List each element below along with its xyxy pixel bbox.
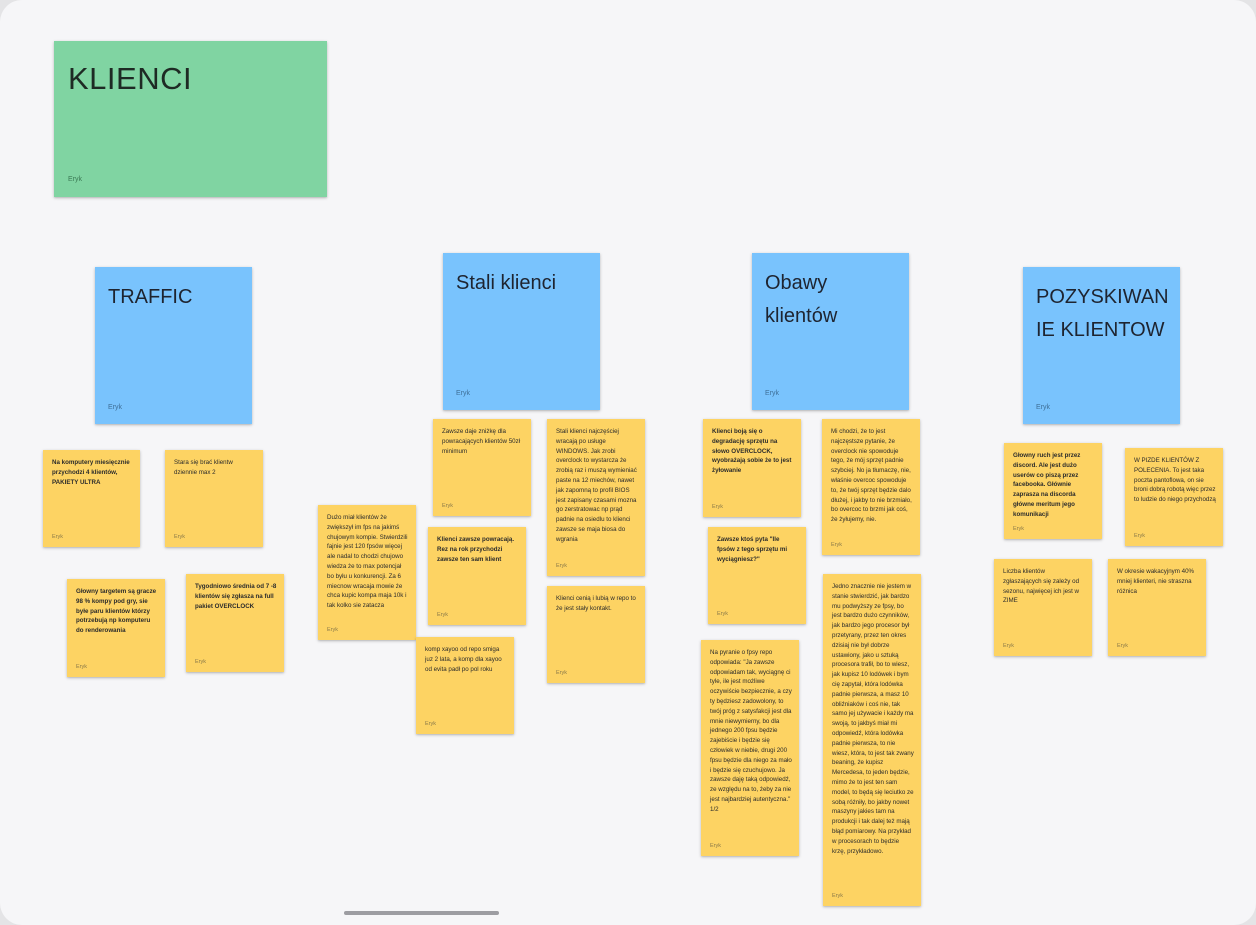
note-text: Na komputery miesięcznie przychodzi 4 kl… — [52, 459, 130, 486]
sticky-note[interactable]: Głowny targetem są gracze 98 % kompy pod… — [67, 579, 165, 677]
sticky-note[interactable]: Stali klienci najczęściej wracają po usł… — [547, 419, 645, 576]
note-author: Eryk — [556, 670, 567, 676]
column-header-pozyskiwanie-klientow[interactable]: POZYSKIWANIE KLIENTOW Eryk — [1023, 267, 1180, 424]
note-author: Eryk — [712, 504, 723, 510]
note-text: Liczba klientów zgłaszających się zależy… — [1003, 568, 1080, 605]
note-author: Eryk — [68, 176, 82, 183]
note-author: Eryk — [442, 503, 453, 509]
note-text: Stali klienci najczęściej wracają po usł… — [556, 428, 637, 543]
column-title: TRAFFIC — [108, 286, 193, 308]
note-author: Eryk — [195, 659, 206, 665]
sticky-note[interactable]: Na komputery miesięcznie przychodzi 4 kl… — [43, 450, 140, 547]
note-text: Tygodniowo średnia od 7 -8 klientów się … — [195, 583, 277, 610]
note-author: Eryk — [456, 390, 470, 397]
note-author: Eryk — [1013, 526, 1024, 532]
horizontal-scrollbar[interactable] — [344, 911, 499, 915]
note-author: Eryk — [1036, 404, 1050, 411]
sticky-note[interactable]: Stara się brać klientw dziennie max 2 Er… — [165, 450, 263, 547]
note-text: Na pyranie o fpsy repo odpowiada: "Ja za… — [710, 649, 792, 813]
header-title: KLIENCI — [68, 61, 193, 96]
sticky-note[interactable]: Mi chodzi, że to jest najczęstsze pytani… — [822, 419, 920, 555]
note-author: Eryk — [765, 390, 779, 397]
sticky-note[interactable]: komp xayoo od repo smiga juz 2 lata, a k… — [416, 637, 514, 734]
note-author: Eryk — [327, 627, 338, 633]
sticky-note[interactable]: Głowny ruch jest przez discord. Ale jest… — [1004, 443, 1102, 539]
note-text: Głowny targetem są gracze 98 % kompy pod… — [76, 588, 157, 635]
note-text: Stara się brać klientw dziennie max 2 — [174, 459, 233, 476]
note-author: Eryk — [52, 534, 63, 540]
note-text: komp xayoo od repo smiga juz 2 lata, a k… — [425, 646, 502, 673]
note-author: Eryk — [174, 534, 185, 540]
note-author: Eryk — [717, 611, 728, 617]
column-title: POZYSKIWANIE KLIENTOW — [1036, 286, 1169, 341]
header-sticky-note[interactable]: KLIENCI Eryk — [54, 41, 327, 197]
note-author: Eryk — [710, 843, 721, 849]
column-title: Stali klienci — [456, 272, 557, 294]
column-header-traffic[interactable]: TRAFFIC Eryk — [95, 267, 252, 424]
note-text: Klienci boją się o degradację sprzętu na… — [712, 428, 792, 475]
note-author: Eryk — [425, 721, 436, 727]
sticky-note[interactable]: Klienci cenią i lubią w repo to że jest … — [547, 586, 645, 683]
note-author: Eryk — [1134, 533, 1145, 539]
sticky-note[interactable]: W okresie wakacyjnym 40% mniej klienteri… — [1108, 559, 1206, 656]
note-text: Zawsze ktoś pyta "Ile fpsów z tego sprzę… — [717, 536, 788, 563]
sticky-note[interactable]: Zawsze ktoś pyta "Ile fpsów z tego sprzę… — [708, 527, 806, 624]
note-text: Klienci cenią i lubią w repo to że jest … — [556, 595, 636, 612]
note-author: Eryk — [556, 563, 567, 569]
column-title: Obawy klientów — [765, 272, 838, 327]
note-author: Eryk — [832, 893, 843, 899]
sticky-note[interactable]: Klienci boją się o degradację sprzętu na… — [703, 419, 801, 517]
note-text: Dużo miał klientów że zwiększył im fps n… — [327, 514, 408, 610]
note-author: Eryk — [1003, 643, 1014, 649]
sticky-note[interactable]: Liczba klientów zgłaszających się zależy… — [994, 559, 1092, 656]
note-text: Jedno znacznie nie jestem w stanie stwie… — [832, 583, 914, 855]
note-text: W PIZDE KLIENTÓW Z POLECENIA. To jest ta… — [1134, 457, 1216, 504]
note-author: Eryk — [831, 542, 842, 548]
sticky-note[interactable]: W PIZDE KLIENTÓW Z POLECENIA. To jest ta… — [1125, 448, 1223, 546]
sticky-note[interactable]: Tygodniowo średnia od 7 -8 klientów się … — [186, 574, 284, 672]
sticky-note[interactable]: Zawsze daje zniżkę dla powracających kli… — [433, 419, 531, 516]
note-text: W okresie wakacyjnym 40% mniej klienteri… — [1117, 568, 1195, 595]
note-text: Klienci zawsze powracają. Rez na rok prz… — [437, 536, 515, 563]
column-header-obawy-klientow[interactable]: Obawy klientów Eryk — [752, 253, 909, 410]
note-author: Eryk — [76, 664, 87, 670]
column-header-stali-klienci[interactable]: Stali klienci Eryk — [443, 253, 600, 410]
note-text: Zawsze daje zniżkę dla powracających kli… — [442, 428, 521, 455]
sticky-note[interactable]: Klienci zawsze powracają. Rez na rok prz… — [428, 527, 526, 625]
note-author: Eryk — [437, 612, 448, 618]
sticky-note[interactable]: Dużo miał klientów że zwiększył im fps n… — [318, 505, 416, 640]
sticky-note[interactable]: Jedno znacznie nie jestem w stanie stwie… — [823, 574, 921, 906]
note-text: Mi chodzi, że to jest najczęstsze pytani… — [831, 428, 912, 524]
note-text: Głowny ruch jest przez discord. Ale jest… — [1013, 452, 1081, 518]
note-author: Eryk — [1117, 643, 1128, 649]
note-author: Eryk — [108, 404, 122, 411]
sticky-note[interactable]: Na pyranie o fpsy repo odpowiada: "Ja za… — [701, 640, 799, 856]
